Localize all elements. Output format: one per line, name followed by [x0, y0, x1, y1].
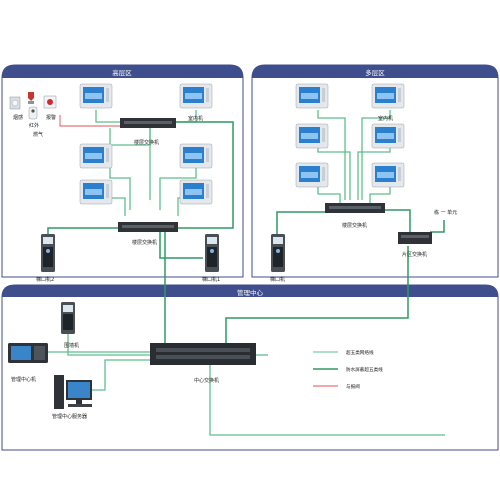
label-management-server: 管理中心服务器 [52, 413, 87, 420]
cables [46, 110, 445, 436]
cable [369, 185, 391, 205]
cable [361, 110, 391, 200]
label-area-switch: 片区交换机 [402, 251, 427, 258]
floor-switch-high-mid [118, 222, 178, 232]
cable [317, 145, 351, 200]
cable [317, 110, 346, 200]
legend-label-2: 防水屏蔽超五类线 [346, 366, 383, 373]
indoor-monitor-icon [371, 162, 405, 188]
label-wall-unit: 围墙机 [64, 342, 79, 349]
label-door-unit-1: 梯口机1 [202, 276, 220, 283]
shielded-cable [384, 209, 411, 232]
door-unit-multi-icon [271, 234, 285, 272]
shielded-cable [430, 220, 445, 233]
alarm-button-icon [43, 95, 57, 109]
central-switch [150, 343, 256, 365]
indoor-monitor-icon [179, 83, 213, 109]
label-floor-switch-multi: 楼层交换机 [342, 222, 367, 229]
area-switch [398, 232, 432, 244]
indoor-monitor-icon [179, 179, 213, 205]
indoor-monitor-icon [295, 83, 329, 109]
indoor-monitor-icon [295, 123, 329, 149]
label-gas: 燃气 [33, 131, 43, 138]
indoor-monitor-icon [79, 179, 113, 205]
label-door-unit-multi: 梯口机 [270, 276, 285, 283]
cable [95, 110, 130, 123]
label-floor-switch-high-2: 楼层交换机 [132, 239, 157, 246]
legend-label-3: 与报阀 [346, 383, 360, 390]
door-unit-1-icon [205, 234, 219, 272]
alarm-cable [59, 115, 120, 127]
indoor-monitor-icon [295, 162, 329, 188]
zone-highrise-title: 高层区 [112, 68, 132, 77]
door-unit-2-icon [41, 234, 55, 272]
shielded-cable [159, 232, 203, 259]
cable [109, 160, 131, 210]
zone-highrise: 高层区 [1, 64, 244, 278]
label-door-unit-2: 梯口机2 [36, 276, 54, 283]
zone-multistorey-title: 多层区 [365, 68, 385, 77]
label-central-switch: 中心交换机 [194, 377, 219, 384]
floor-switch-high-top [120, 118, 176, 128]
cable [110, 197, 126, 216]
management-unit-icon [8, 343, 48, 363]
label-smoke: 烟感 [13, 114, 23, 121]
label-floor-switch-high: 楼层交换机 [134, 139, 159, 146]
gas-detector-icon [28, 92, 34, 104]
label-building-unit: 栋 一 单元 [434, 209, 457, 216]
cable [90, 359, 150, 391]
indoor-monitor-icon [371, 123, 405, 149]
label-alarm: 报警 [46, 114, 56, 121]
shielded-cable [175, 121, 234, 229]
shielded-cable [225, 246, 409, 345]
legend: 超五类网络线 防水屏蔽超五类线 与报阀 [313, 349, 383, 390]
floor-switch-multi [325, 203, 385, 213]
cable [159, 160, 197, 210]
management-server-icon [54, 375, 92, 409]
cable [357, 145, 391, 200]
indoor-monitor-icon [79, 83, 113, 109]
legend-label-1: 超五类网络线 [346, 349, 374, 356]
zone-management: 管理中心 [1, 284, 499, 451]
cable [209, 362, 445, 436]
indoor-monitor-icon [371, 83, 405, 109]
indoor-monitor-icon [179, 143, 213, 169]
zone-management-title: 管理中心 [237, 288, 264, 297]
smoke-detector-icon [9, 96, 21, 110]
indoor-monitor-icon [79, 143, 113, 169]
label-indoor-unit-multi: 室内机 [378, 115, 393, 122]
alarm-sensors: 烟感 红外 燃气 报警 [9, 92, 57, 138]
label-management-unit: 管理中心机 [11, 376, 36, 383]
cable [317, 185, 341, 205]
cable [67, 333, 150, 356]
shielded-cable [276, 211, 325, 236]
label-infrared: 红外 [29, 122, 39, 129]
indoor-monitors [79, 83, 405, 205]
label-indoor-unit-high: 室内机 [188, 115, 203, 122]
infrared-detector-icon [28, 106, 38, 120]
wall-unit-icon [61, 302, 75, 334]
